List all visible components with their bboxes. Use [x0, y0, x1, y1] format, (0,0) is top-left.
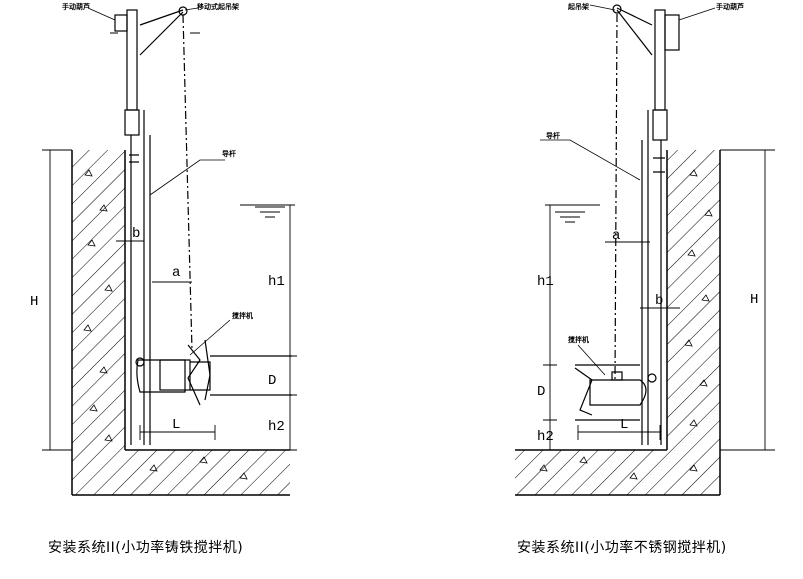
left-dim-H: H: [30, 294, 38, 310]
left-dim-b: b: [132, 226, 140, 242]
right-mixer-label: 搅拌机: [568, 335, 589, 344]
right-dim-h1: h1: [537, 274, 554, 290]
left-mixer: [135, 339, 292, 406]
right-caption: 安装系统II(小功率不锈钢搅拌机): [517, 540, 727, 556]
right-hoist-label: 手动葫芦: [716, 2, 744, 11]
left-hoist-label: 手动葫芦: [62, 2, 90, 11]
right-dim-b: b: [655, 293, 663, 309]
right-dim-h2: h2: [537, 429, 554, 445]
right-leaders: [540, 4, 716, 376]
right-water-level: [545, 204, 600, 223]
right-aggregate-marks: [539, 169, 713, 480]
left-guide-rod-label: 导杆: [222, 149, 236, 158]
right-bracket-label: 起吊架: [567, 2, 589, 11]
left-guide-post: [114, 6, 193, 445]
left-dim-L: L: [172, 417, 180, 433]
left-leaders: [87, 7, 231, 356]
right-floor: [515, 449, 720, 496]
left-mixer-label: 搅拌机: [232, 311, 253, 320]
left-caption: 安装系统II(小功率铸铁搅拌机): [48, 540, 244, 556]
left-dim-h2: h2: [268, 419, 285, 435]
left-dim-a: a: [172, 265, 180, 281]
left-bracket-label: 移动式起吊架: [197, 2, 239, 11]
right-dim-a: a: [612, 228, 620, 244]
left-drawing: 手动葫芦 移动式起吊架 导杆 搅拌机 H h1 D h2 L a b: [30, 2, 297, 496]
right-dim-H: H: [750, 292, 758, 308]
left-wall: [71, 150, 126, 495]
right-mixer: [574, 364, 657, 421]
left-floor: [72, 449, 290, 496]
right-guide-rod-label: 导杆: [546, 131, 560, 140]
right-drawing: 起吊架 手动葫芦 导杆 搅拌机 H h1 D h2 L a b: [515, 2, 775, 496]
left-dimension-lines: [42, 32, 297, 451]
left-water-level: [240, 204, 295, 218]
right-dimension-lines: [543, 149, 775, 451]
right-guide-post: [612, 4, 680, 445]
left-dim-D: D: [268, 373, 276, 389]
right-dim-L: L: [620, 417, 628, 433]
right-dim-D: D: [537, 384, 545, 400]
left-dim-h1: h1: [268, 274, 285, 290]
right-wall: [666, 150, 721, 495]
left-aggregate-marks: [83, 169, 248, 480]
